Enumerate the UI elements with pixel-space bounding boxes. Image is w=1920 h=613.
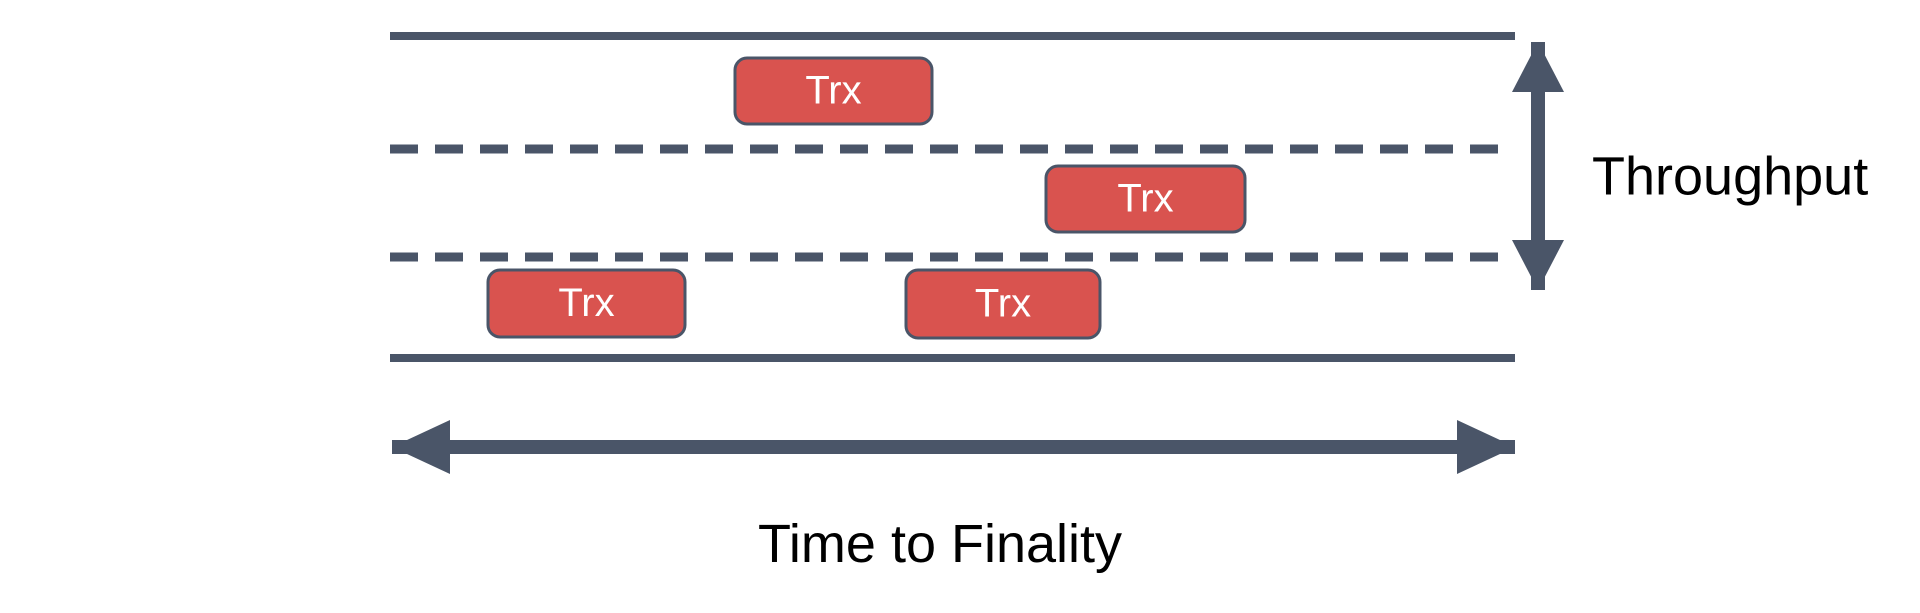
transaction-box[interactable]: Trx — [904, 268, 1102, 340]
transaction-box-shape[interactable] — [733, 56, 934, 126]
lane-boundaries — [390, 32, 1515, 362]
time-arrow-shaft — [392, 440, 1515, 454]
transaction-box[interactable]: Trx — [1044, 164, 1247, 234]
time-to-finality-label: Time to Finality — [758, 514, 1122, 574]
throughput-arrow — [1512, 42, 1564, 290]
transaction-box[interactable]: Trx — [486, 268, 687, 339]
throughput-arrowhead-down — [1512, 240, 1564, 290]
transaction-box-label: Trx — [1117, 177, 1173, 221]
transaction-box-label: Trx — [975, 282, 1031, 326]
time-arrowhead-right — [1457, 420, 1515, 474]
throughput-arrow-shaft — [1531, 42, 1545, 290]
transaction-box[interactable]: Trx — [733, 56, 934, 126]
transaction-box-label: Trx — [805, 69, 861, 113]
transaction-box-shape[interactable] — [904, 268, 1102, 340]
transaction-box-label: Trx — [558, 281, 614, 325]
transaction-box-shape[interactable] — [486, 268, 687, 339]
time-to-finality-arrow — [392, 420, 1515, 474]
time-arrowhead-left — [392, 420, 450, 474]
throughput-arrowhead-up — [1512, 42, 1564, 92]
throughput-label: Throughput — [1592, 146, 1868, 206]
transaction-box-shape[interactable] — [1044, 164, 1247, 234]
